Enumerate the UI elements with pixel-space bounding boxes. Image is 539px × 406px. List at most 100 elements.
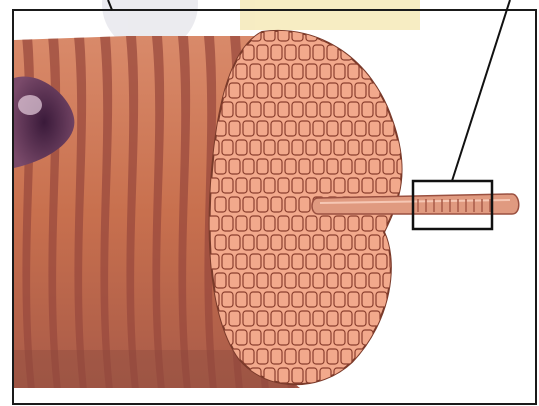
myofibril-cell [222,292,233,307]
myofibril-cell [327,349,338,364]
myofibril-cell [313,387,324,402]
myofibril-cell [341,349,352,364]
myofibril-cell [222,102,233,117]
myofibril-cell [278,140,289,155]
myofibril-cell [299,311,310,326]
myofibril-cell [348,330,359,345]
myofibril-cell [292,292,303,307]
myofibril-cell [376,330,387,345]
myofibril-cell [348,368,359,383]
myofibril-cell [285,349,296,364]
myofibril-cell [271,235,282,250]
myofibril-cell [257,349,268,364]
myofibril-cell [348,216,359,231]
myofibril-cell [285,121,296,136]
myofibril-cell [334,216,345,231]
myofibril-cell [285,387,296,402]
myofibril-cell [355,349,366,364]
myofibril-cell [383,121,394,136]
myofibril-cell [271,83,282,98]
myofibril-cell [229,311,240,326]
myofibril-cell [341,235,352,250]
myofibril-cell [271,387,282,402]
myofibril-cell [271,121,282,136]
myofibril-cell [285,159,296,174]
myofibril-cell [292,254,303,269]
myofibril-cell [369,273,380,288]
myofibril-cell [341,45,352,60]
myofibril-cell [390,330,401,345]
myofibril-cell [362,178,373,193]
myofibril-cell [278,368,289,383]
myofibril-cell [278,102,289,117]
myofibril-cell [215,273,226,288]
myofibril-cell [313,45,324,60]
myofibril-cell [292,102,303,117]
myofibril-cell [383,311,394,326]
myofibril-cell [390,102,401,117]
myofibril-cell [362,140,373,155]
myofibril-cell [383,45,394,60]
myofibril-cell [299,197,310,212]
myofibril-cell [313,159,324,174]
myofibril-cell [320,254,331,269]
myofibril-cell [243,159,254,174]
myofibril-cell [236,140,247,155]
myofibril-cell [355,121,366,136]
myofibril-cell [334,330,345,345]
myofibril-cell [292,330,303,345]
myofibril-cell [292,140,303,155]
myofibril-cell [243,349,254,364]
myofibril-cell [222,140,233,155]
myofibril-cell [264,102,275,117]
myofibril-cell [383,159,394,174]
myofibril-cell [334,140,345,155]
myofibril-cell [229,159,240,174]
myofibril-cell [285,235,296,250]
myofibril-cell [348,254,359,269]
myofibril-cell [306,368,317,383]
myofibril-cell [285,83,296,98]
myofibril-cell [362,292,373,307]
myofibril-cell [313,121,324,136]
myofibril-cell [229,235,240,250]
myofibril-cell [369,121,380,136]
myofibril-cell [299,159,310,174]
myofibril-cell [306,64,317,79]
myofibril-cell [362,254,373,269]
myofibril-cell [341,387,352,402]
myofibril-cell [236,178,247,193]
myofibril-cell [327,159,338,174]
myofibril-cell [334,64,345,79]
myofibril-cell [271,349,282,364]
myofibril-cell [236,102,247,117]
myofibril-cell [313,83,324,98]
myofibril-cell [229,197,240,212]
myofibril-cell [278,64,289,79]
myofibril-cell [383,349,394,364]
myofibril-cell [243,83,254,98]
myofibril-cell [306,102,317,117]
myofibril-cell [390,64,401,79]
myofibril-cell [257,159,268,174]
myofibril-cell [306,254,317,269]
myofibril-cell [250,140,261,155]
myofibril-cell [271,197,282,212]
myofibril-cell [236,64,247,79]
myofibril-cell [271,273,282,288]
myofibril-cell [285,197,296,212]
myofibril-cell [341,273,352,288]
myofibril-cell [264,254,275,269]
myofibril-cell [313,349,324,364]
myofibril-cell [215,197,226,212]
myofibril-cell [397,387,408,402]
myofibril-cell [278,216,289,231]
leader-line-right [452,0,510,181]
myofibril-cell [334,102,345,117]
myofibril-cell [299,387,310,402]
myofibril-cell [285,311,296,326]
myofibril-cell [278,254,289,269]
myofibril-cell [397,349,408,364]
myofibril-cell [334,178,345,193]
